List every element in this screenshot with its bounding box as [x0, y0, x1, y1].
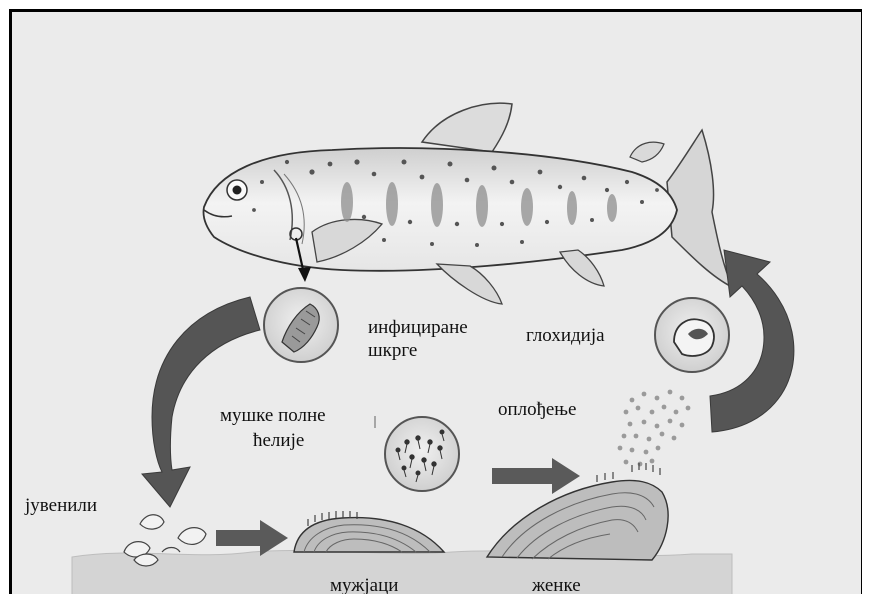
trout-fish	[203, 103, 732, 304]
arrow-gills-to-juveniles	[142, 297, 260, 507]
label-females: женке	[532, 575, 581, 594]
glochidia-dots	[618, 390, 691, 467]
male-mussel	[294, 511, 444, 552]
label-juveniles: јувенили	[25, 495, 97, 517]
arrow-fertilization	[492, 458, 580, 494]
label-glochidia: глохидија	[526, 325, 605, 347]
sperm-circle	[385, 417, 459, 491]
label-males: мужјаци	[330, 575, 398, 594]
glochidia-circle	[655, 298, 729, 372]
label-sperm-1: мушке полне	[220, 405, 326, 427]
label-infected-gills-2: шкрге	[368, 340, 417, 362]
dorsal-fin	[422, 103, 512, 152]
label-infected-gills-1: инфициране	[368, 317, 468, 339]
infected-gills-circle	[264, 288, 338, 362]
label-sperm-2: ћелије	[253, 430, 304, 452]
label-fertilization: оплођење	[498, 399, 576, 421]
lifecycle-artwork	[12, 12, 862, 594]
diagram-frame: инфициране шкрге глохидија мушке полне ћ…	[9, 9, 862, 594]
